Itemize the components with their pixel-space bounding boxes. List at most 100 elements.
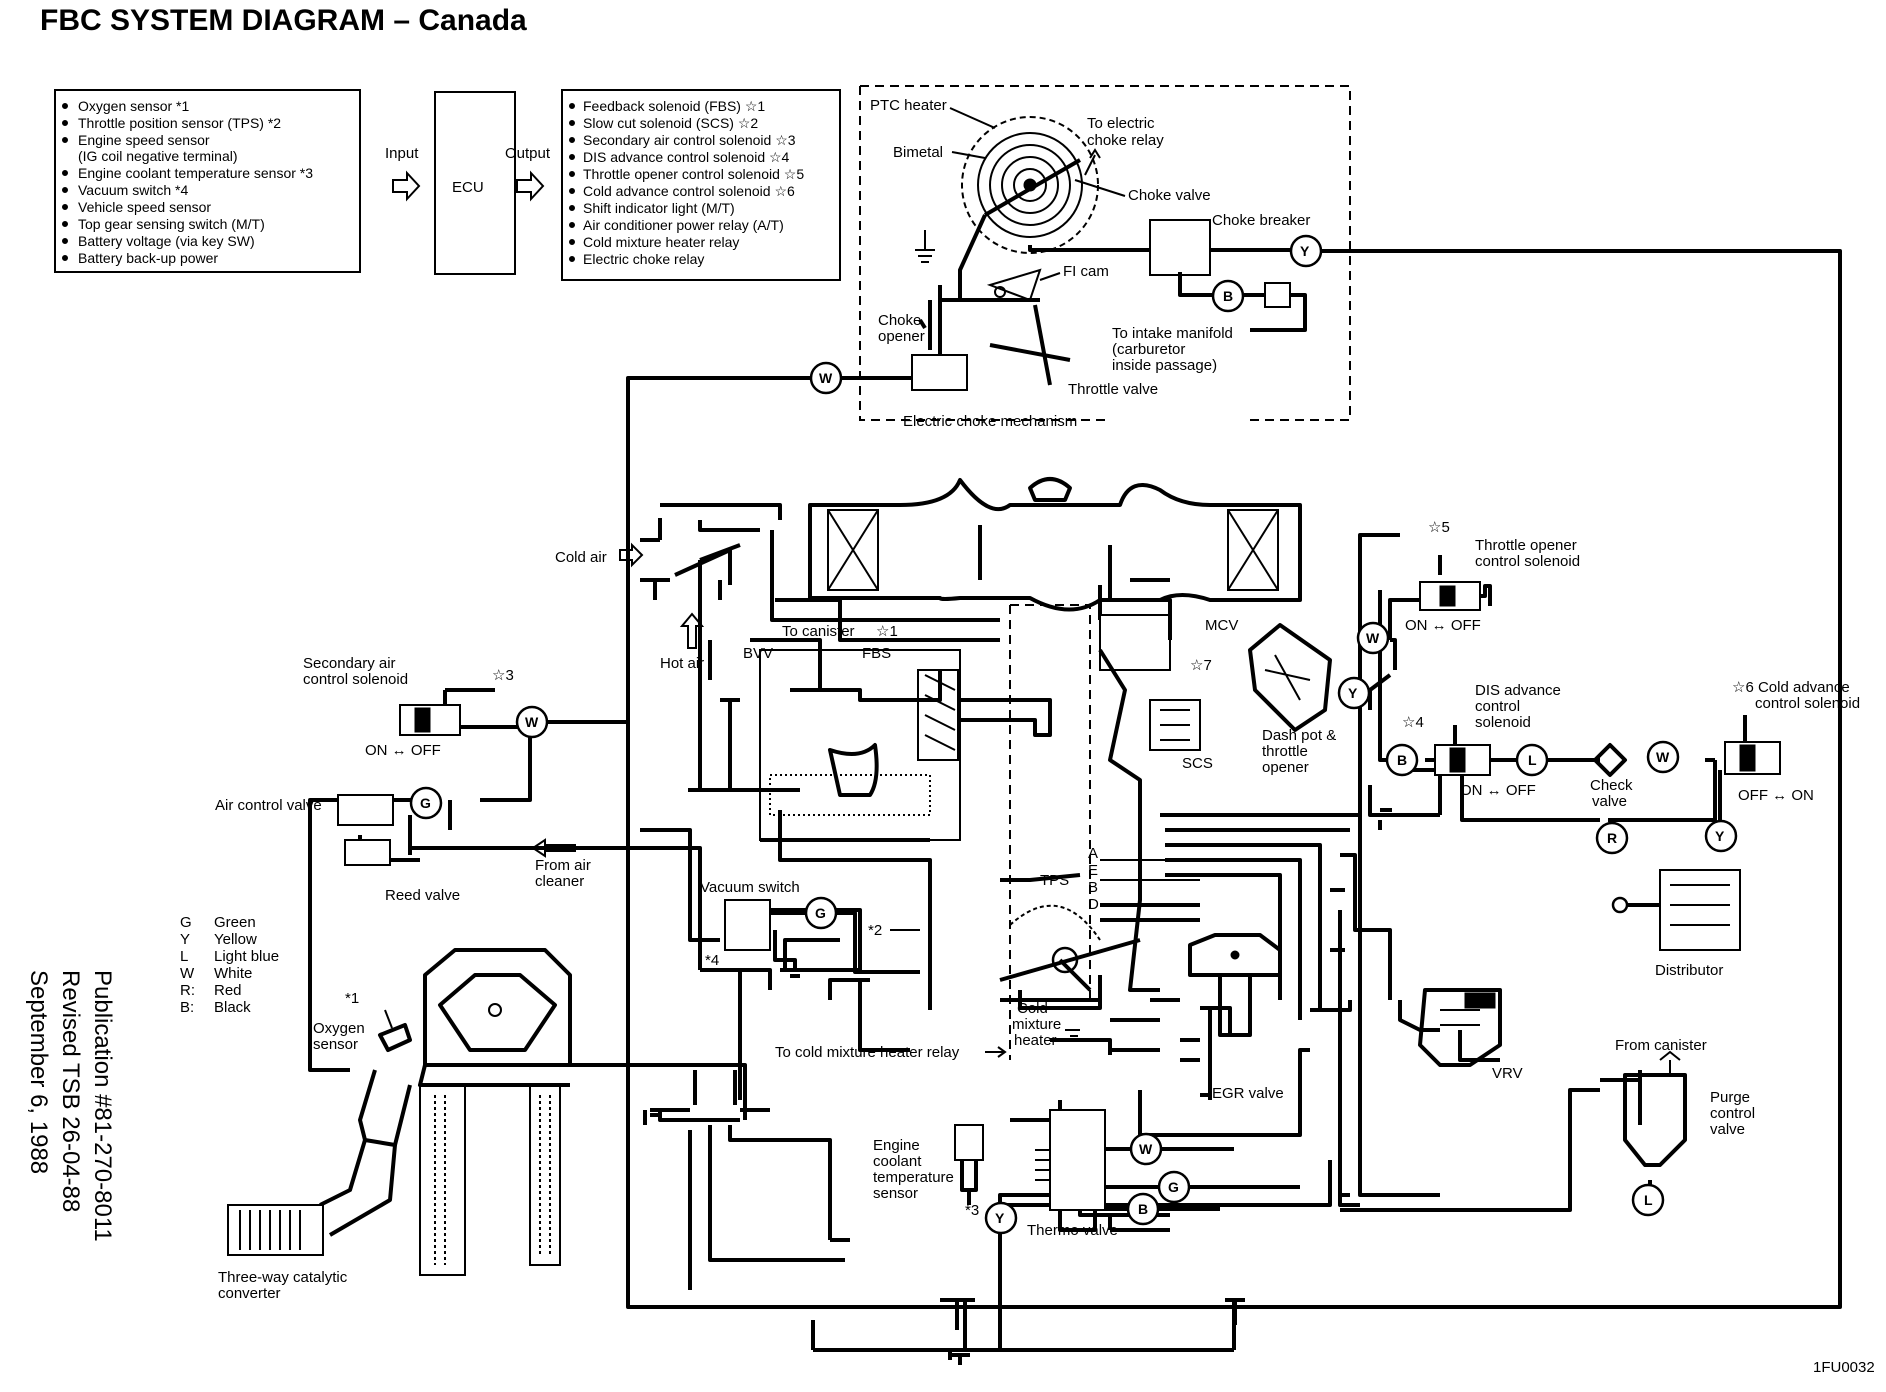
output-item: Electric choke relay: [583, 251, 704, 267]
check-valve-label: Check: [1590, 777, 1633, 794]
scs-star-label: ☆7: [1190, 657, 1212, 674]
dis-advance-label: DIS advance: [1475, 682, 1561, 699]
dash-pot-label-3: opener: [1262, 759, 1309, 776]
throttle-opener-on-off: ON ↔ OFF: [1405, 617, 1481, 634]
hose-marker-w-choke: W: [809, 361, 843, 395]
choke-breaker-label: Choke breaker: [1212, 212, 1310, 229]
dis-advance-label-3: solenoid: [1475, 714, 1531, 731]
hot-air-label: Hot air: [660, 655, 704, 672]
hose-marker-y-ect: Y: [984, 1201, 1018, 1235]
publication-number: Publication #81-270-8011: [89, 970, 116, 1242]
bvv-label: BVV: [743, 645, 773, 662]
cold-mixture-heater-label-3: heater: [1014, 1032, 1057, 1049]
fbs-star-label: ☆1: [876, 623, 898, 640]
ect-sensor-label: Engine: [873, 1137, 920, 1154]
svg-text:B: B: [1138, 1201, 1148, 1217]
input-item: Vacuum switch *4: [78, 182, 188, 198]
svg-text:B: B: [1223, 288, 1233, 304]
from-air-cleaner-label-2: cleaner: [535, 873, 584, 890]
secondary-air-star: ☆3: [492, 667, 514, 684]
hose-marker-b-choke: B: [1211, 279, 1245, 313]
check-valve-label-2: valve: [1592, 793, 1627, 810]
choke-opener-label: Choke: [878, 312, 921, 329]
scs-label: SCS: [1182, 755, 1213, 772]
hose-marker-w-thermo: W: [1129, 1132, 1163, 1166]
choke-rod: [958, 214, 1130, 302]
input-item: Engine coolant temperature sensor *3: [78, 165, 313, 181]
tps-label: TPS: [1040, 872, 1069, 889]
output-item: Cold mixture heater relay: [583, 234, 739, 250]
hose-marker-r: R: [1595, 821, 1629, 855]
svg-text:G: G: [1168, 1179, 1179, 1195]
bimetal-label: Bimetal: [893, 144, 943, 161]
intake-manifold: [418, 948, 747, 1276]
throttle-opener-control-solenoid: [1419, 555, 1492, 611]
input-item: Vehicle speed sensor: [78, 199, 211, 215]
to-intake-manifold-label: To intake manifold: [1112, 325, 1233, 342]
input-sensor-list: Oxygen sensor *1 Throttle position senso…: [62, 98, 313, 266]
hose-marker-w-check-valve: W: [1646, 740, 1680, 774]
hose-marker-b-thermo: B: [1126, 1192, 1160, 1226]
svg-text:G: G: [180, 914, 192, 931]
legend-light-blue: Light blue: [214, 948, 279, 965]
dis-on-off: ON ↔ OFF: [1460, 782, 1536, 799]
svg-text:L: L: [180, 948, 188, 965]
hose-marker-w-throttle-opener: W: [1356, 621, 1390, 655]
to-canister-label: To canister: [782, 623, 855, 640]
output-item: Cold advance control solenoid ☆6: [583, 183, 795, 199]
throttle-valve-label: Throttle valve: [1068, 381, 1158, 398]
svg-text:L: L: [1528, 752, 1537, 768]
legend-white: White: [214, 965, 252, 982]
from-canister-label: From canister: [1615, 1037, 1707, 1054]
legend-red: Red: [214, 982, 242, 999]
output-actuator-list-box: [561, 89, 841, 281]
hose-marker-y-choke: Y: [1289, 234, 1323, 268]
hose-marker-y-cold-advance: Y: [1704, 819, 1738, 853]
port-d-label: D: [1088, 896, 1099, 913]
svg-text:Y: Y: [1348, 685, 1358, 701]
to-electric-choke-relay-label-2: choke relay: [1087, 132, 1164, 149]
oxygen-sensor-star: *1: [345, 990, 359, 1007]
throttle-position-sensor: [999, 904, 1141, 992]
secondary-air-solenoid-label-2: control solenoid: [303, 671, 408, 688]
dis-star: ☆4: [1402, 714, 1424, 731]
diagram-title: FBC SYSTEM DIAGRAM – Canada: [40, 4, 527, 37]
dash-pot-label: Dash pot &: [1262, 727, 1336, 744]
vacuum-switch-star: *4: [705, 952, 719, 969]
oxygen-sensor-label-2: sensor: [313, 1036, 358, 1053]
input-arrow: [392, 170, 421, 202]
publication-revision: Revised TSB 26-04-88: [57, 970, 84, 1212]
purge-control-valve-label: Purge: [1710, 1089, 1750, 1106]
svg-text:W: W: [525, 714, 539, 730]
output-item: DIS advance control solenoid ☆4: [583, 149, 790, 165]
carburetor: [759, 578, 1201, 1060]
legend-black: Black: [214, 999, 251, 1016]
thermo-valve: [1035, 1109, 1106, 1232]
vrv-label: VRV: [1492, 1065, 1523, 1082]
throttle-opener-solenoid-label: Throttle opener: [1475, 537, 1577, 554]
input-item: (IG coil negative terminal): [78, 148, 238, 164]
output-actuator-list: Feedback solenoid (FBS) ☆1 Slow cut sole…: [569, 98, 804, 267]
vacuum-switch-label: Vacuum switch: [700, 879, 800, 896]
cold-air-label: Cold air: [555, 549, 607, 566]
purge-control-valve-label-3: valve: [1710, 1121, 1745, 1138]
legend-yellow: Yellow: [214, 931, 257, 948]
mcv-label: MCV: [1205, 617, 1238, 634]
ect-sensor-label-2: coolant: [873, 1153, 922, 1170]
distributor: [1611, 869, 1741, 951]
legend-green: Green: [214, 914, 256, 931]
input-item: Oxygen sensor *1: [78, 98, 189, 114]
ptc-heater-label: PTC heater: [870, 97, 947, 114]
cold-advance-control-solenoid: [1724, 715, 1781, 775]
catalytic-converter-label: Three-way catalytic: [218, 1269, 348, 1286]
svg-text:B: B: [1397, 752, 1407, 768]
svg-text:W: W: [819, 370, 833, 386]
port-e-label: E: [1088, 862, 1098, 879]
thermo-valve-label: Thermo valve: [1027, 1222, 1118, 1239]
secondary-air-solenoid-label: Secondary air: [303, 655, 396, 672]
vrv: [1418, 988, 1502, 1067]
publication-note: Publication #81-270-8011 Revised TSB 26-…: [25, 970, 116, 1242]
choke-opener-label-2: opener: [878, 328, 925, 345]
choke-breaker: [1130, 219, 1300, 276]
